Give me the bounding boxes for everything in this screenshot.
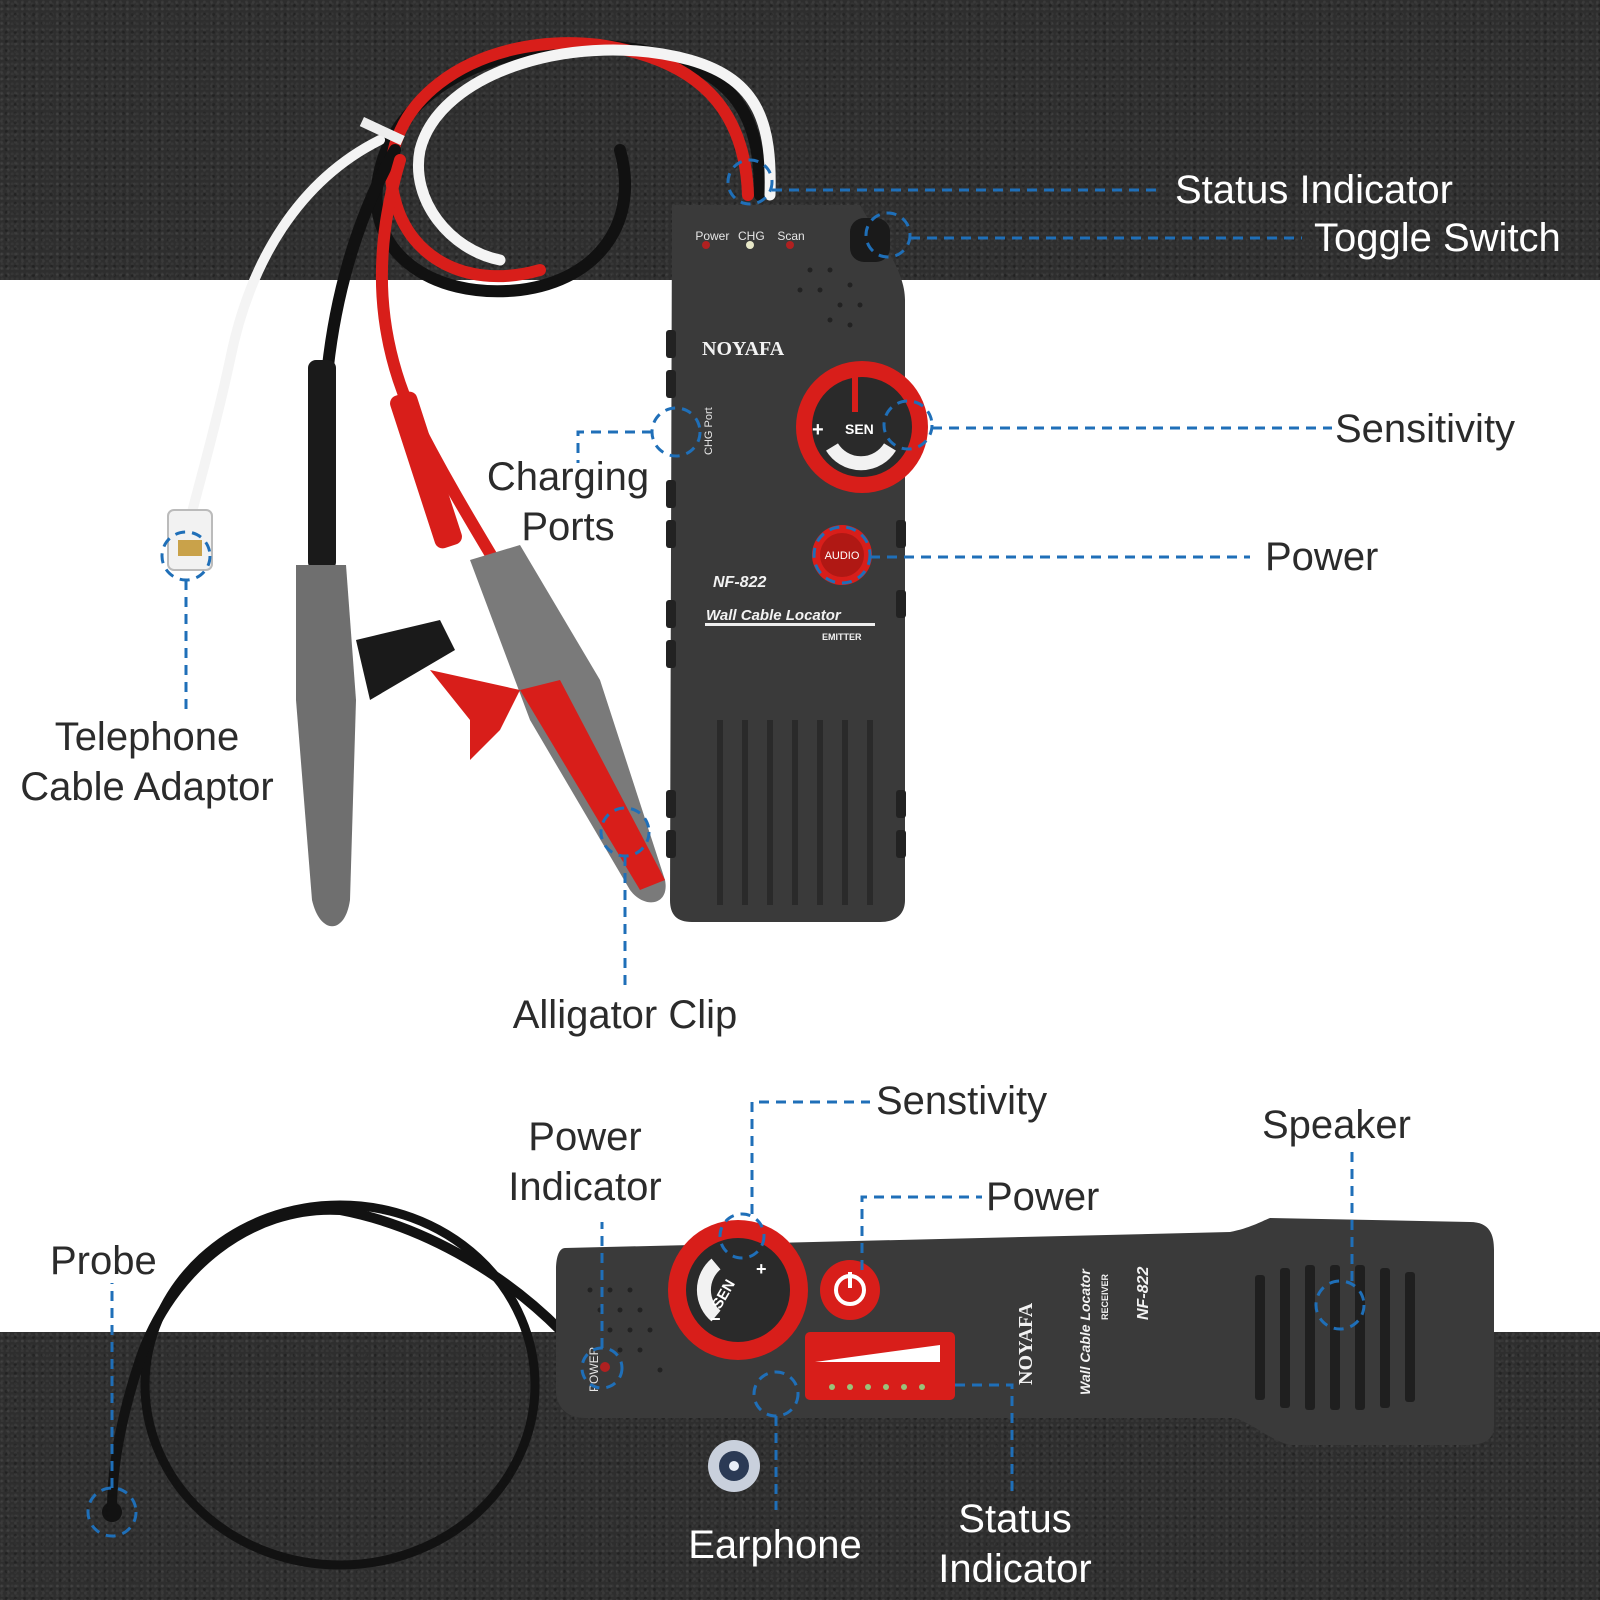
callout-telephone-line2: Cable Adaptor: [20, 765, 274, 809]
emitter-led-chg-label: CHG: [738, 229, 765, 243]
scan-led: [786, 241, 794, 249]
earphone-jack: [708, 1440, 760, 1492]
callout-power-indicator: Power Indicator: [490, 1112, 680, 1212]
emitter-model: NF-822: [713, 574, 766, 591]
emitter-variant: EMITTER: [822, 632, 862, 642]
callout-charging-ports: Charging Ports: [478, 452, 658, 552]
callout-lines: [86, 158, 1366, 1538]
emitter-audio-label: AUDIO: [825, 550, 860, 562]
power-led: [702, 241, 710, 249]
callout-senstivity-bottom: Senstivity: [876, 1079, 1048, 1123]
callout-status-bottom-line1: Status: [958, 1497, 1072, 1541]
emitter-knob-label: SEN: [845, 421, 874, 437]
chg-led: [746, 241, 754, 249]
black-alligator-clip: [296, 360, 455, 927]
receiver-power-led: [600, 1362, 610, 1372]
cable-tie: [359, 117, 405, 146]
callout-status-indicator-bottom: Status Indicator: [915, 1494, 1115, 1594]
emitter-port-label: CHG Port: [703, 407, 715, 455]
callout-alligator-clip: Alligator Clip: [512, 993, 738, 1037]
callout-power-indicator-line1: Power: [528, 1115, 642, 1159]
receiver-product: Wall Cable Locator: [1077, 1268, 1093, 1395]
emitter-led-labels: Power CHG Scan: [695, 229, 804, 243]
receiver-model: NF-822: [1135, 1267, 1152, 1320]
callout-earphone: Earphone: [688, 1523, 862, 1567]
emitter-led-power-label: Power: [695, 229, 729, 243]
emitter-led-scan-label: Scan: [777, 229, 804, 243]
callout-telephone-line1: Telephone: [54, 715, 240, 759]
callout-power-indicator-line2: Indicator: [508, 1165, 662, 1209]
callout-probe: Probe: [50, 1239, 157, 1283]
emitter-device: [666, 205, 928, 922]
callout-status-indicator-top: Status Indicator: [1175, 168, 1453, 212]
callout-power-bottom: Power: [986, 1175, 1100, 1219]
callout-charging-ports-line1: Charging: [486, 455, 650, 499]
receiver-variant: RECEIVER: [1100, 1273, 1110, 1320]
probe-tip: [102, 1502, 122, 1522]
top-dark-band: [0, 0, 1600, 280]
callout-status-bottom-line2: Indicator: [938, 1547, 1092, 1591]
callout-charging-ports-line2: Ports: [521, 505, 615, 549]
callout-speaker: Speaker: [1262, 1103, 1411, 1147]
receiver-knob-plus: +: [756, 1259, 767, 1279]
receiver-power-led-label: POWER: [587, 1346, 601, 1392]
red-alligator-clip: [390, 391, 666, 903]
emitter-knob-plus: +: [812, 419, 824, 441]
callout-telephone-cable-adaptor: Telephone Cable Adaptor: [2, 712, 292, 812]
receiver-sen-arc: [696, 1258, 721, 1322]
receiver-device: [556, 1218, 1494, 1445]
callout-sensitivity: Sensitivity: [1335, 407, 1516, 451]
callout-power-top: Power: [1265, 535, 1379, 579]
emitter-product: Wall Cable Locator: [706, 607, 842, 624]
receiver-knob-minus: −: [710, 1309, 721, 1329]
toggle-switch-knob: [850, 218, 890, 262]
emitter-sen-arc: [826, 443, 896, 471]
emitter-brand: NOYAFA: [702, 338, 785, 360]
receiver-status-panel: [805, 1332, 955, 1400]
receiver-power-button: [820, 1260, 880, 1320]
telephone-adaptor: [167, 509, 213, 571]
receiver-brand: NOYAFA: [1015, 1302, 1037, 1385]
probe-cable: [107, 1200, 565, 1570]
callout-toggle-switch: Toggle Switch: [1314, 216, 1561, 260]
